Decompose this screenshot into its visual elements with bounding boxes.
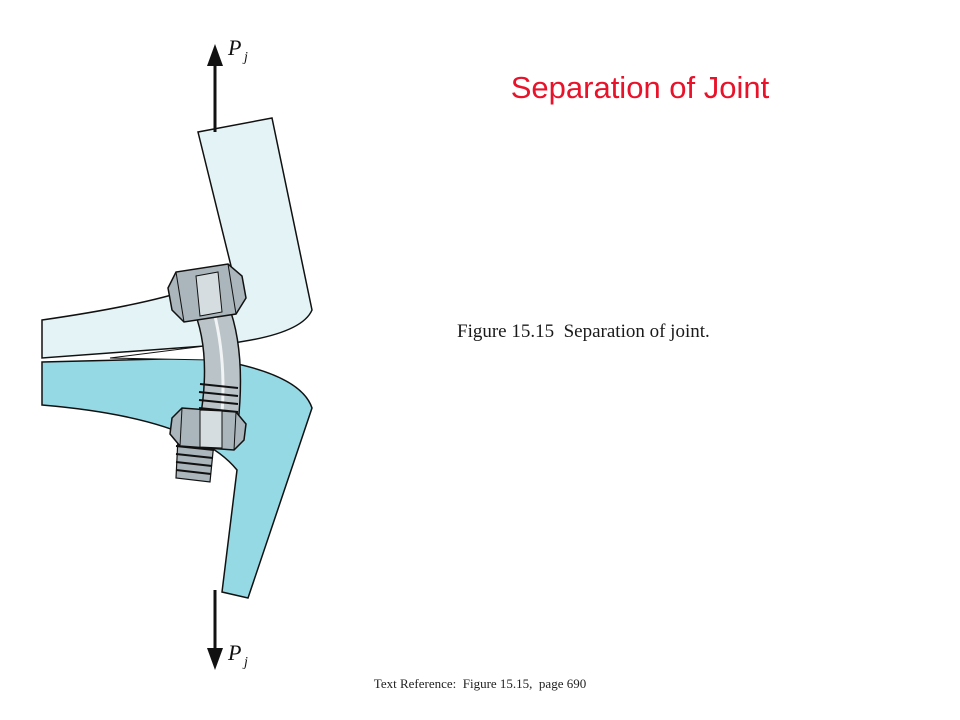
force-subscript-bottom: j: [242, 655, 248, 670]
force-label-bottom: P j: [227, 640, 248, 670]
nut: [169, 407, 247, 451]
force-symbol-top: P: [227, 35, 241, 60]
text-reference: Text Reference: Figure 15.15, page 690: [373, 676, 587, 691]
lower-plate: [41, 357, 313, 599]
bolt-threads: [175, 437, 215, 483]
force-label-top: P j: [227, 35, 248, 65]
force-arrow-top: [207, 44, 223, 132]
force-arrow-bottom: [207, 590, 223, 670]
bolt-head: [167, 263, 247, 323]
figure-caption: Figure 15.15 Separation of joint.: [457, 321, 710, 342]
slide-title: Separation of Joint: [510, 70, 770, 105]
upper-plate: [41, 117, 313, 359]
force-symbol-bottom: P: [227, 640, 241, 665]
force-subscript-top: j: [242, 50, 248, 65]
